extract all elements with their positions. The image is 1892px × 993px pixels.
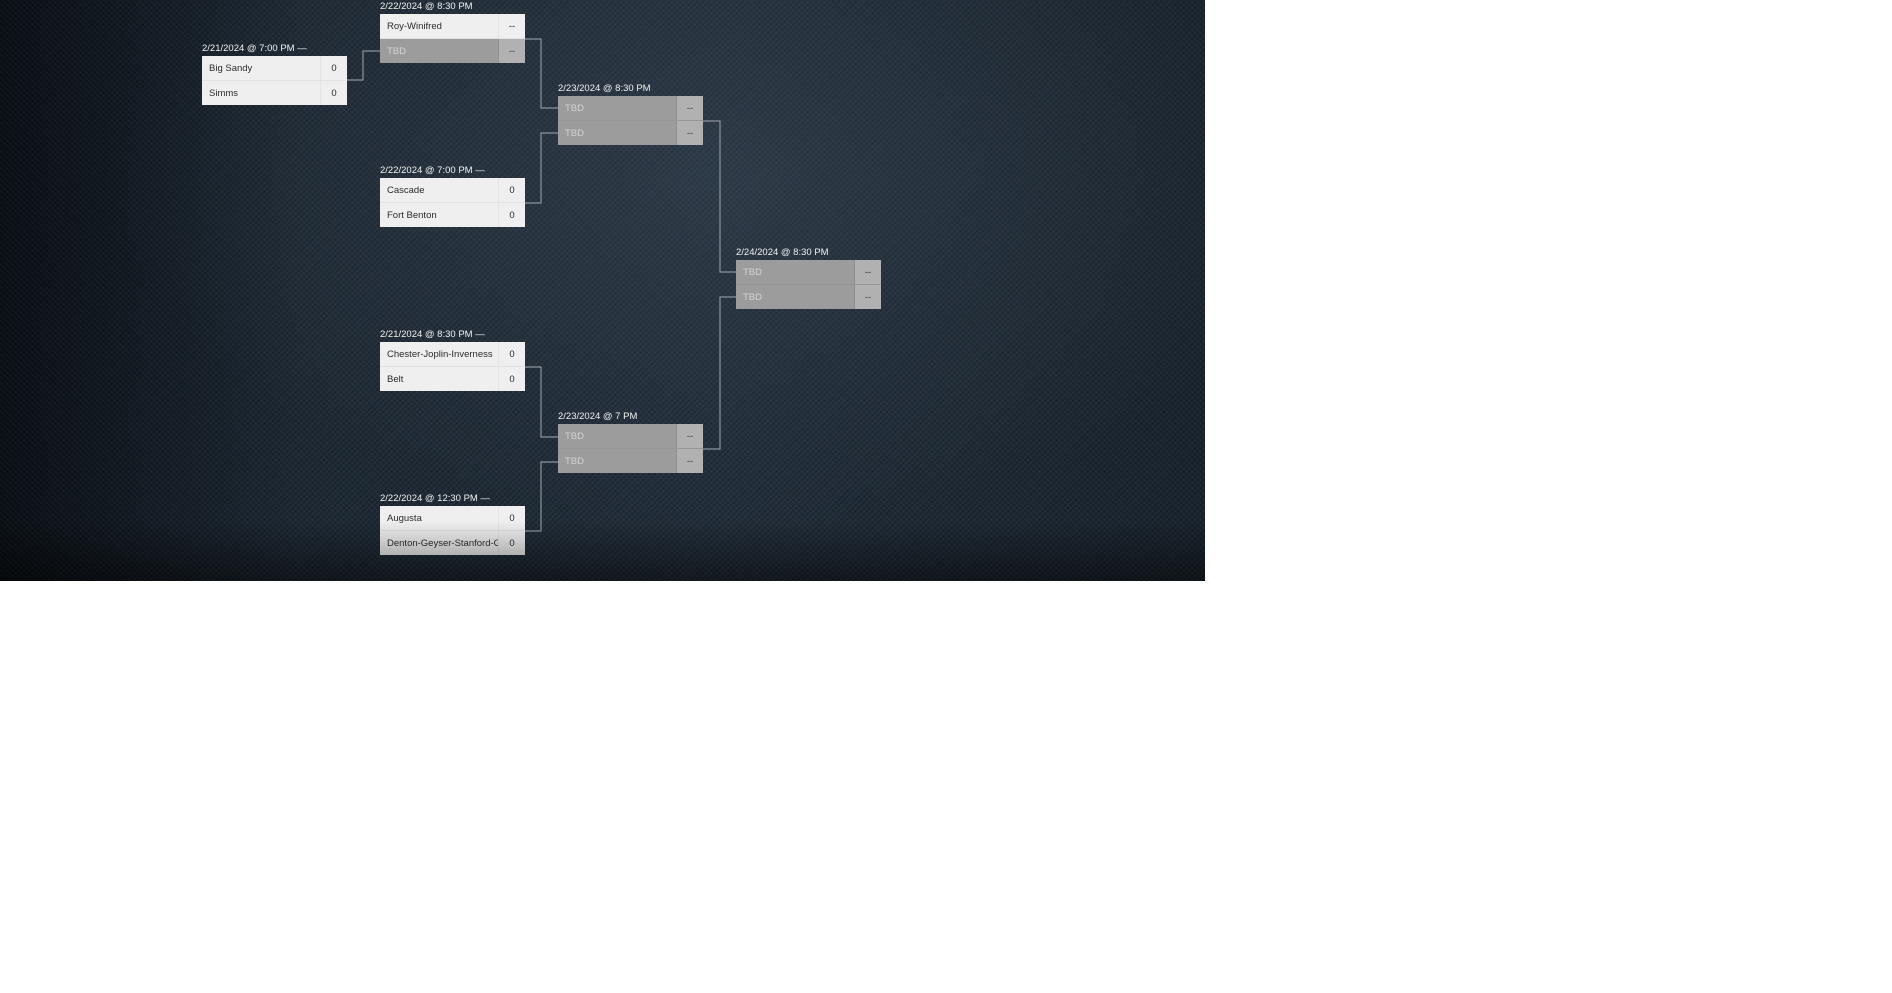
team-name: Denton-Geyser-Stanford-G: [387, 537, 498, 549]
team-score: 0: [498, 342, 525, 366]
team-row-tbd[interactable]: TBD --: [558, 424, 703, 448]
match-card: 2/22/2024 @ 7:00 PM — Cascade 0 Fort Ben…: [380, 165, 525, 227]
team-name: TBD: [743, 291, 762, 303]
team-row-tbd[interactable]: TBD --: [736, 260, 881, 284]
match-card: 2/23/2024 @ 7 PM TBD -- TBD --: [558, 411, 703, 473]
bracket-connector-lines: [347, 38, 736, 532]
team-row[interactable]: Belt 0: [380, 366, 525, 391]
match-card: 2/22/2024 @ 8:30 PM Roy-Winifred -- TBD …: [380, 1, 525, 63]
match-datetime: 2/22/2024 @ 8:30 PM: [380, 1, 473, 12]
team-score: 0: [498, 178, 525, 202]
team-score: --: [676, 96, 703, 120]
team-score: --: [498, 39, 525, 63]
team-row[interactable]: Cascade 0: [380, 178, 525, 202]
tournament-bracket: 2/21/2024 @ 7:00 PM — Big Sandy 0 Simms …: [0, 0, 1205, 581]
team-name: TBD: [565, 127, 584, 139]
match-datetime: 2/24/2024 @ 8:30 PM: [736, 247, 829, 258]
team-row-tbd[interactable]: TBD --: [736, 284, 881, 309]
team-name: TBD: [743, 266, 762, 278]
team-row[interactable]: Simms 0: [202, 80, 347, 105]
team-name: Big Sandy: [209, 62, 253, 74]
team-row[interactable]: Chester-Joplin-Inverness 0: [380, 342, 525, 366]
team-name: TBD: [565, 102, 584, 114]
team-score: --: [676, 449, 703, 473]
team-score: 0: [320, 81, 347, 105]
team-row-tbd[interactable]: TBD --: [558, 96, 703, 120]
team-score: 0: [320, 56, 347, 80]
team-row-tbd[interactable]: TBD --: [558, 448, 703, 473]
connector-g5-to-g7: [525, 461, 558, 532]
match-datetime: 2/22/2024 @ 7:00 PM —: [380, 165, 485, 176]
match-card: 2/23/2024 @ 8:30 PM TBD -- TBD --: [558, 83, 703, 145]
team-name: Fort Benton: [387, 209, 437, 221]
match-datetime: 2/23/2024 @ 8:30 PM: [558, 83, 651, 94]
match-datetime: 2/23/2024 @ 7 PM: [558, 411, 638, 422]
connector-g1-to-g2: [347, 50, 380, 81]
connector-g7-to-g8: [703, 296, 736, 450]
team-score: --: [854, 285, 881, 309]
connector-g2-to-g6: [525, 38, 558, 109]
match-card: 2/24/2024 @ 8:30 PM TBD -- TBD --: [736, 247, 881, 309]
team-score: --: [676, 424, 703, 448]
match-card: 2/21/2024 @ 8:30 PM — Chester-Joplin-Inv…: [380, 329, 525, 391]
team-score: --: [854, 260, 881, 284]
match-card: 2/21/2024 @ 7:00 PM — Big Sandy 0 Simms …: [202, 43, 347, 105]
team-name: Chester-Joplin-Inverness: [387, 348, 493, 360]
team-name: TBD: [565, 430, 584, 442]
team-score: --: [676, 121, 703, 145]
team-row[interactable]: Roy-Winifred --: [380, 14, 525, 38]
team-score: 0: [498, 367, 525, 391]
team-row-tbd[interactable]: TBD --: [558, 120, 703, 145]
team-row[interactable]: Big Sandy 0: [202, 56, 347, 80]
team-score: --: [498, 14, 525, 38]
match-datetime: 2/21/2024 @ 8:30 PM —: [380, 329, 485, 340]
team-name: Roy-Winifred: [387, 20, 442, 32]
team-score: 0: [498, 203, 525, 227]
team-name: Belt: [387, 373, 404, 385]
team-row[interactable]: Fort Benton 0: [380, 202, 525, 227]
connector-g4-to-g7: [525, 366, 558, 438]
team-score: 0: [498, 531, 525, 555]
match-datetime: 2/21/2024 @ 7:00 PM —: [202, 43, 307, 54]
team-name: Cascade: [387, 184, 425, 196]
team-name: TBD: [565, 455, 584, 467]
team-name: TBD: [387, 45, 406, 57]
connector-g6-to-g8: [703, 120, 736, 273]
team-name: Simms: [209, 87, 239, 99]
match-card: 2/22/2024 @ 12:30 PM — Augusta 0 Denton-…: [380, 493, 525, 555]
match-datetime: 2/22/2024 @ 12:30 PM —: [380, 493, 490, 504]
team-score: 0: [498, 506, 525, 530]
connector-g3-to-g6: [525, 132, 558, 204]
team-row[interactable]: Augusta 0: [380, 506, 525, 530]
team-row-tbd[interactable]: TBD --: [380, 38, 525, 63]
team-row[interactable]: Denton-Geyser-Stanford-G 0: [380, 530, 525, 555]
team-name: Augusta: [387, 512, 422, 524]
